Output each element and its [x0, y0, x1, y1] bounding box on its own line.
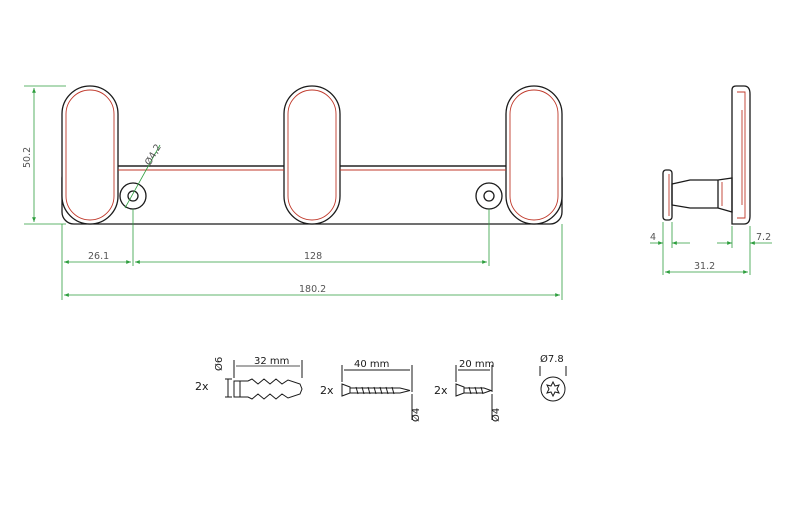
dim-depth: 31.2	[694, 261, 715, 272]
dim-base: 7.2	[756, 232, 771, 243]
hook-knob-middle	[283, 85, 341, 225]
screw-long-length: 40 mm	[354, 359, 389, 370]
hardware-screw-long: 2x 40 mm Ø4	[320, 359, 422, 422]
mounting-hole-right	[475, 182, 503, 210]
wall-dowel-icon	[233, 378, 303, 400]
screw-short-qty: 2x	[434, 384, 448, 397]
dim-total-length: 180.2	[299, 284, 326, 295]
dowel-qty: 2x	[195, 380, 209, 393]
dim-cap: 4	[650, 232, 656, 243]
hardware-dowel: 2x Ø6 32 mm	[195, 356, 303, 400]
hook-knob-right	[505, 85, 563, 225]
screw-short-length: 20 mm	[459, 359, 494, 370]
side-cap	[662, 169, 673, 221]
screw-long-qty: 2x	[320, 384, 334, 397]
front-view: Ø4,2 50.2 26.1 128 180.2	[22, 85, 563, 300]
dowel-length: 32 mm	[254, 356, 289, 367]
hook-knob-left	[61, 85, 119, 225]
side-stem	[671, 177, 733, 213]
dim-hole-diameter: Ø4,2	[143, 142, 164, 167]
dowel-diameter: Ø6	[213, 357, 225, 371]
screw-short-icon	[455, 383, 493, 397]
mounting-hole-left	[119, 182, 147, 210]
screw-head-diameter: Ø7.8	[540, 353, 564, 365]
side-back-plate	[731, 85, 751, 225]
screw-short-diameter: Ø4	[490, 408, 502, 422]
screw-long-icon	[341, 383, 411, 397]
dim-left-offset: 26.1	[88, 251, 109, 262]
screw-long-diameter: Ø4	[410, 408, 422, 422]
dim-hole-spacing: 128	[304, 251, 322, 262]
hardware-screw-short: 2x 20 mm Ø4	[434, 359, 502, 422]
dim-height: 50.2	[22, 147, 33, 168]
side-view: 4 7.2 31.2	[650, 85, 772, 275]
torx-head-icon	[540, 376, 566, 402]
hardware-screw-head: Ø7.8	[539, 353, 567, 402]
